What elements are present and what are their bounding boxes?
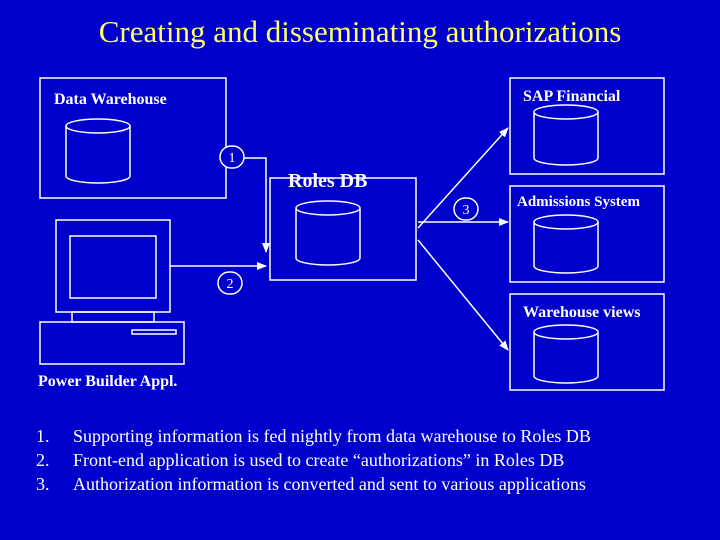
- step-badge-2: 2: [227, 277, 234, 292]
- step-item: 2. Front-end application is used to crea…: [36, 448, 591, 472]
- data-warehouse-cylinder-icon: [65, 118, 131, 184]
- step-text: Authorization information is converted a…: [73, 474, 586, 494]
- step-badge-1-frame: [219, 145, 245, 169]
- warehouse-views-cylinder-icon: [533, 324, 599, 384]
- warehouse-views-box: [509, 293, 665, 391]
- step-number: 1.: [36, 426, 50, 446]
- roles-db-label: Roles DB: [288, 170, 368, 192]
- computer-icon: [39, 219, 185, 365]
- arrow-to-sap: [417, 127, 509, 229]
- roles-db-box: [269, 177, 417, 281]
- step-badge-1: 1: [229, 151, 236, 166]
- steps-list: 1. Supporting information is fed nightly…: [36, 424, 591, 496]
- step-item: 3. Authorization information is converte…: [36, 472, 591, 496]
- step-badge-3: 3: [463, 203, 470, 218]
- step-item: 1. Supporting information is fed nightly…: [36, 424, 591, 448]
- step-badge-2-frame: [217, 271, 243, 295]
- sap-financial-cylinder-icon: [533, 104, 599, 166]
- admissions-system-box: [509, 185, 665, 283]
- sap-financial-box: [509, 77, 665, 175]
- power-builder-label: Power Builder Appl.: [38, 373, 178, 390]
- feed-arrow: [226, 157, 270, 253]
- step-number: 3.: [36, 474, 50, 494]
- admissions-cylinder-icon: [533, 214, 599, 274]
- sap-financial-label: SAP Financial: [523, 88, 621, 105]
- data-warehouse-label: Data Warehouse: [54, 91, 167, 108]
- step-number: 2.: [36, 450, 50, 470]
- admissions-system-label: Admissions System: [517, 194, 640, 210]
- step-badge-3-frame: [453, 197, 479, 221]
- arrow-to-warehouse-views: [417, 239, 509, 351]
- step-text: Front-end application is used to create …: [73, 450, 565, 470]
- roles-db-cylinder-icon: [295, 200, 361, 266]
- slide-title: Creating and disseminating authorization…: [98, 14, 622, 49]
- step-text: Supporting information is fed nightly fr…: [73, 426, 591, 446]
- data-warehouse-box: [39, 77, 227, 199]
- warehouse-views-label: Warehouse views: [523, 304, 641, 321]
